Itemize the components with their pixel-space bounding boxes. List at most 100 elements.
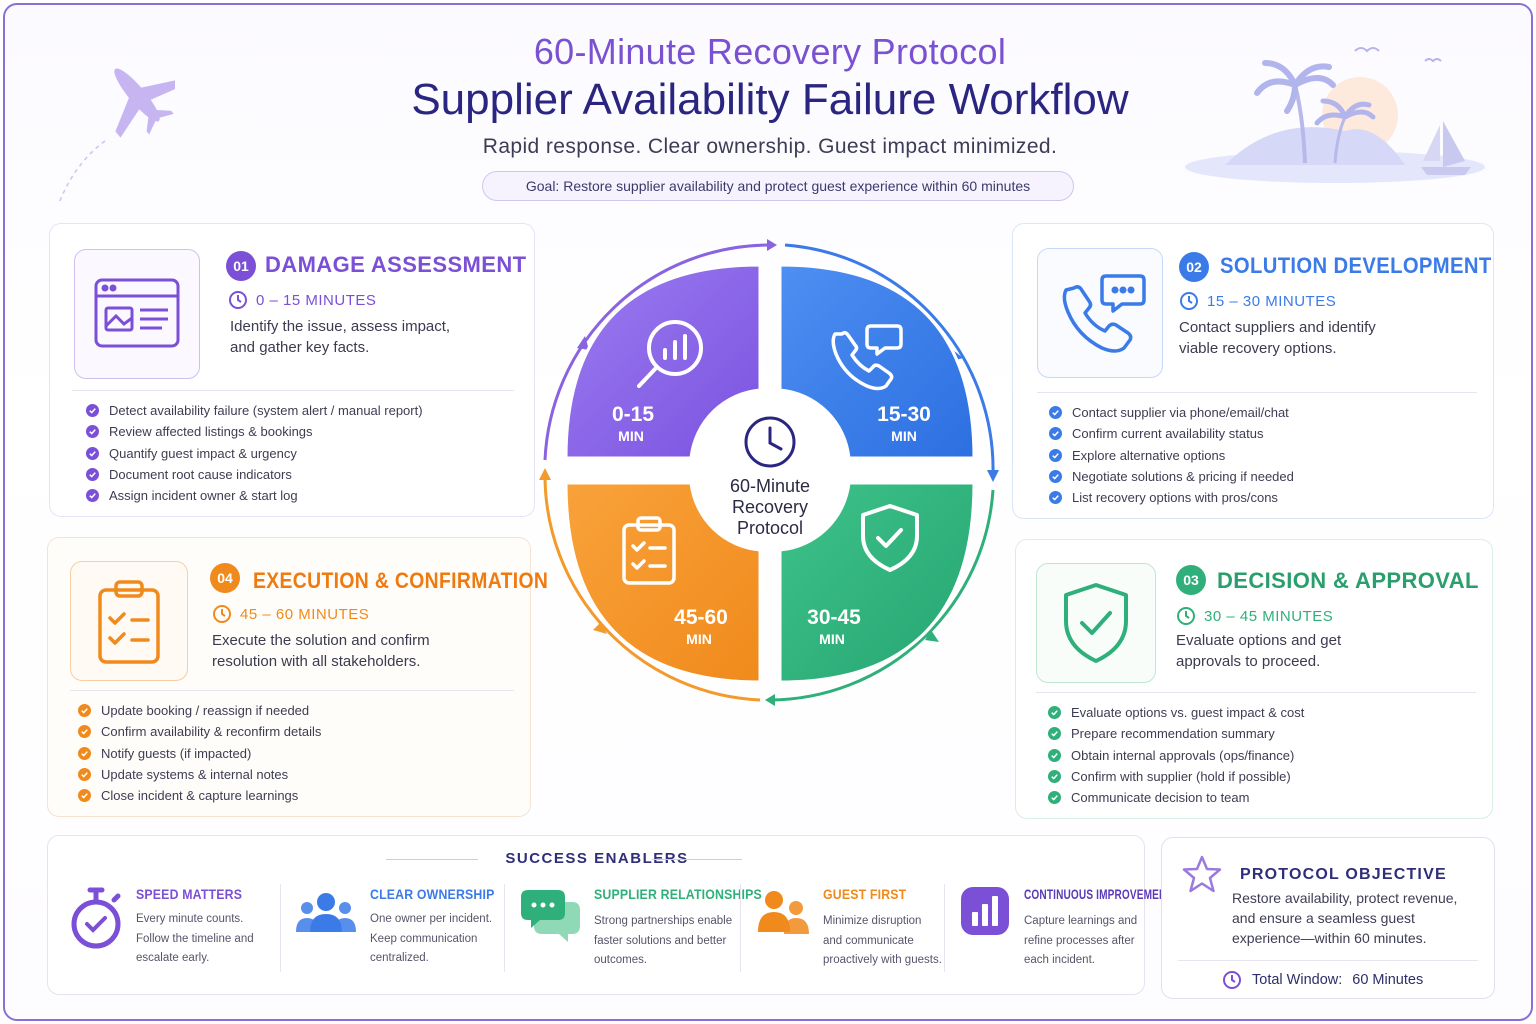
- success-enablers-panel: SUCCESS ENABLERS SPEED MATTERS Every min…: [47, 835, 1173, 995]
- clock-icon: [1180, 292, 1198, 310]
- list-item: Assign incident owner & start log: [86, 485, 423, 506]
- segment-30-45: [778, 481, 976, 684]
- bar-chart-icon: [961, 887, 1009, 935]
- enabler-text: Minimize disruption and communicate proa…: [823, 915, 942, 966]
- enabler-text: Strong partnerships enable faster soluti…: [594, 915, 733, 966]
- segment-range-label: 15-30: [877, 403, 931, 426]
- phase-title: DAMAGE ASSESSMENT: [265, 252, 527, 277]
- check-circle-icon: [86, 404, 99, 418]
- total-window-value: 60 Minutes: [1352, 972, 1424, 988]
- phase-description: Execute the solution and confirm resolut…: [212, 632, 430, 670]
- check-circle-icon: [78, 746, 91, 760]
- total-window: Total Window: 60 Minutes: [1222, 970, 1423, 990]
- enabler-separator: [280, 884, 281, 972]
- list-item: Quantify guest impact & urgency: [86, 443, 423, 464]
- phase-card-execution-confirmation: 04 EXECUTION & CONFIRMATION 45 – 60 MINU…: [47, 537, 548, 817]
- airplane-icon: [58, 68, 175, 204]
- phase-icon-box: [74, 249, 200, 379]
- enabler-text: Every minute counts. Follow the timeline…: [136, 913, 254, 964]
- ring-arc-orange: [543, 474, 761, 702]
- heading-rule: [652, 859, 742, 860]
- phase-checklist: Update booking / reassign if needed Conf…: [78, 700, 321, 806]
- arrow-head-icon: [767, 239, 777, 251]
- phase-time: 45 – 60 MINUTES: [212, 604, 369, 624]
- enabler-clear-ownership: CLEAR OWNERSHIP One owner per incident. …: [296, 876, 506, 976]
- check-circle-icon: [1049, 491, 1062, 505]
- header-tagline: Rapid response. Clear ownership. Guest i…: [482, 135, 1058, 158]
- check-circle-icon: [86, 446, 99, 460]
- goal-pill: Goal: Restore supplier availability and …: [482, 171, 1074, 201]
- enabler-continuous-improvement: CONTINUOUS IMPROVEMENT Capture learnings…: [960, 876, 1173, 976]
- wheel-center-label-line: Protocol: [737, 518, 803, 538]
- header-subtitle: 60-Minute Recovery Protocol: [533, 31, 1007, 72]
- phase-checklist: Contact supplier via phone/email/chat Co…: [1049, 402, 1294, 508]
- clipboard-check-icon: [622, 516, 676, 585]
- arrow-head-icon: [925, 630, 939, 642]
- page-title: Supplier Availability Failure Workflow: [411, 75, 1129, 124]
- arrow-head-icon: [987, 470, 999, 482]
- enabler-text: Capture learnings and refine processes a…: [1024, 915, 1138, 966]
- phone-chat-icon: [831, 324, 903, 391]
- card-divider: [72, 390, 514, 391]
- phase-description: Identify the issue, assess impact, and g…: [230, 318, 451, 356]
- ring-arc-green: [769, 489, 995, 702]
- check-circle-icon: [78, 768, 91, 782]
- check-circle-icon: [1048, 791, 1061, 805]
- objective-text: Restore availability, protect revenue, a…: [1232, 890, 1458, 946]
- phase-card-damage-assessment: 01 DAMAGE ASSESSMENT 0 – 15 MINUTES Iden…: [49, 223, 535, 517]
- clock-icon: [213, 605, 231, 623]
- check-circle-icon: [78, 789, 91, 803]
- star-icon: [1182, 855, 1222, 893]
- check-circle-icon: [86, 468, 99, 482]
- list-item: Confirm availability & reconfirm details: [78, 721, 321, 742]
- segment-range-label: 45-60: [674, 606, 728, 629]
- phase-icon-box: [1037, 248, 1163, 378]
- segment-range-label: 30-45: [807, 606, 861, 629]
- infographic-frame: 60-Minute Recovery Protocol Supplier Ava…: [3, 3, 1533, 1021]
- enabler-title: SPEED MATTERS: [136, 886, 243, 902]
- list-item: Confirm current availability status: [1049, 423, 1294, 444]
- segment-unit-label: MIN: [819, 631, 845, 647]
- island-scene-icon: [1185, 47, 1485, 183]
- phase-time: 15 – 30 MINUTES: [1179, 291, 1336, 311]
- phase-number-badge: 03: [1176, 565, 1206, 595]
- card-divider: [1178, 960, 1478, 961]
- enabler-speed-matters: SPEED MATTERS Every minute counts. Follo…: [68, 876, 278, 976]
- phase-title: DECISION & APPROVAL: [1217, 568, 1479, 593]
- enabler-separator: [504, 884, 505, 972]
- guests-icon: [758, 891, 809, 934]
- arrow-head-icon: [577, 336, 589, 350]
- phase-title: SOLUTION DEVELOPMENT: [1220, 253, 1492, 278]
- list-item: Document root cause indicators: [86, 464, 423, 485]
- list-item: Contact supplier via phone/email/chat: [1049, 402, 1294, 423]
- phase-description: Evaluate options and get approvals to pr…: [1176, 632, 1342, 670]
- phase-checklist: Evaluate options vs. guest impact & cost…: [1048, 702, 1304, 808]
- objective-title: PROTOCOL OBJECTIVE: [1240, 866, 1447, 883]
- total-window-label: Total Window:: [1252, 972, 1343, 988]
- check-circle-icon: [1048, 727, 1061, 741]
- enabler-supplier-relationships: SUPPLIER RELATIONSHIPS Strong partnershi…: [520, 876, 762, 976]
- enabler-title: CLEAR OWNERSHIP: [370, 886, 495, 902]
- list-item: Detect availability failure (system aler…: [86, 400, 423, 421]
- magnifier-chart-icon: [637, 320, 703, 388]
- list-item: Negotiate solutions & pricing if needed: [1049, 466, 1294, 487]
- clock-icon: [744, 416, 796, 468]
- segment-range-label: 0-15: [612, 403, 654, 426]
- check-circle-icon: [1048, 748, 1061, 762]
- phase-title: EXECUTION & CONFIRMATION: [253, 568, 549, 593]
- phase-time-label: 30 – 45 MINUTES: [1204, 607, 1334, 625]
- phase-number-badge: 01: [226, 251, 256, 281]
- check-circle-icon: [1048, 770, 1061, 784]
- phase-time-label: 15 – 30 MINUTES: [1207, 292, 1337, 310]
- phase-number-badge: 04: [210, 563, 240, 593]
- list-item: List recovery options with pros/cons: [1049, 487, 1294, 508]
- phase-time-label: 0 – 15 MINUTES: [256, 291, 377, 309]
- ring-arc-blue: [784, 243, 995, 476]
- check-circle-icon: [86, 425, 99, 439]
- phase-number-badge: 02: [1179, 252, 1209, 282]
- clock-icon: [1223, 971, 1241, 989]
- browser-window-icon: [94, 278, 180, 348]
- card-divider: [1037, 392, 1477, 393]
- list-item: Update systems & internal notes: [78, 764, 321, 785]
